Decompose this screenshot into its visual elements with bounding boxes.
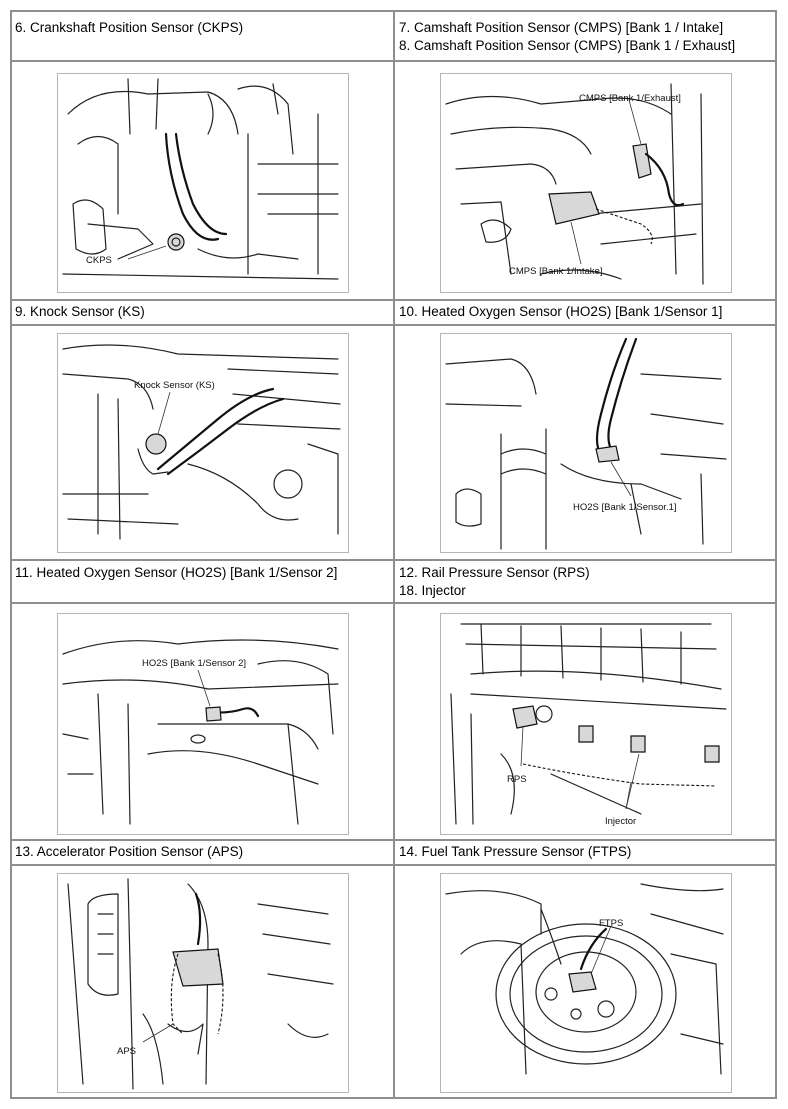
callout-injector: Injector [605,816,636,827]
row-divider [12,602,775,604]
header-line: 14. Fuel Tank Pressure Sensor (FTPS) [399,844,632,859]
figure-aps: APS [57,873,349,1093]
row-divider [12,299,775,301]
row-divider [12,60,775,62]
figure-rps-injector: RPS Injector [440,613,732,835]
cell-header-ckps: 6. Crankshaft Position Sensor (CKPS) [15,19,243,37]
callout-rps: RPS [507,774,527,785]
figure-ho2s-sensor1: HO2S [Bank 1/Sensor.1] [440,333,732,553]
header-line: 18. Injector [399,583,466,598]
row-divider [12,324,775,326]
cell-header-aps: 13. Accelerator Position Sensor (APS) [15,843,243,861]
figure-ckps: CKPS [57,73,349,293]
column-divider [393,12,395,1097]
row-divider [12,559,775,561]
callout-ckps: CKPS [86,255,112,266]
sensor-location-table [10,10,777,1099]
figure-knock-sensor: Knock Sensor (KS) [57,333,349,553]
figure-cmps: CMPS [Bank 1/Exhaust] CMPS [Bank 1/Intak… [440,73,732,293]
cell-header-ho2s-2: 11. Heated Oxygen Sensor (HO2S) [Bank 1/… [15,564,337,582]
header-line: 11. Heated Oxygen Sensor (HO2S) [Bank 1/… [15,565,338,580]
callout-ftps: FTPS [599,918,623,929]
callout-knock-sensor: Knock Sensor (KS) [134,380,215,391]
cell-header-rps: 12. Rail Pressure Sensor (RPS) 18. Injec… [399,564,590,600]
header-line: 12. Rail Pressure Sensor (RPS) [399,565,590,580]
row-divider [12,839,775,841]
callout-aps: APS [117,1046,136,1057]
callout-ho2s-sensor2: HO2S [Bank 1/Sensor 2] [142,658,246,669]
header-line: 6. Crankshaft Position Sensor (CKPS) [15,20,244,35]
cell-header-ks: 9. Knock Sensor (KS) [15,303,145,321]
header-line: 9. Knock Sensor (KS) [15,304,145,319]
cell-header-cmps: 7. Camshaft Position Sensor (CMPS) [Bank… [399,19,735,55]
header-line: 13. Accelerator Position Sensor (APS) [15,844,244,859]
header-line: 10. Heated Oxygen Sensor (HO2S) [Bank 1/… [399,304,723,319]
cell-header-ho2s-1: 10. Heated Oxygen Sensor (HO2S) [Bank 1/… [399,303,722,321]
cell-header-ftps: 14. Fuel Tank Pressure Sensor (FTPS) [399,843,631,861]
callout-cmps-exhaust: CMPS [Bank 1/Exhaust] [579,93,681,104]
header-line: 8. Camshaft Position Sensor (CMPS) [Bank… [399,38,736,53]
header-line: 7. Camshaft Position Sensor (CMPS) [Bank… [399,20,724,35]
figure-ftps: FTPS [440,873,732,1093]
row-divider [12,864,775,866]
figure-ho2s-sensor2: HO2S [Bank 1/Sensor 2] [57,613,349,835]
callout-ho2s-sensor1: HO2S [Bank 1/Sensor.1] [573,502,677,513]
callout-cmps-intake: CMPS [Bank 1/Intake] [509,266,602,277]
